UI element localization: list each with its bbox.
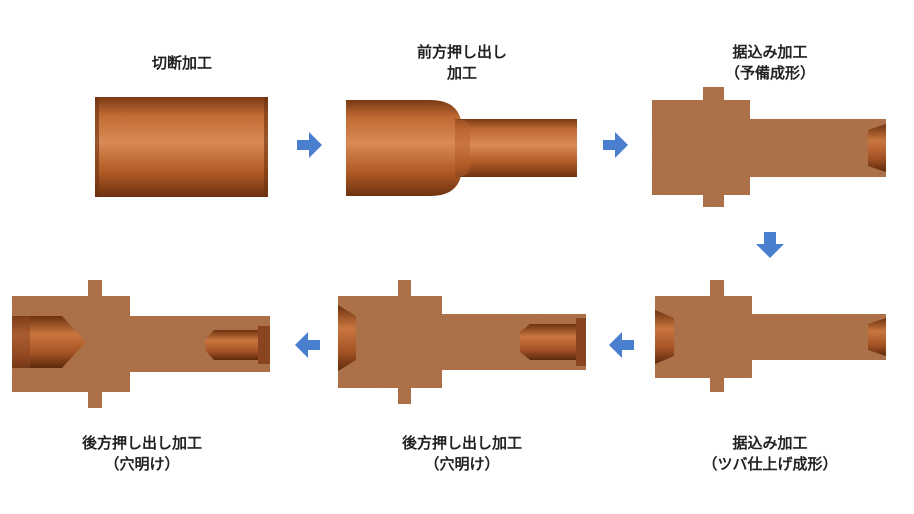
step1-label: 切断加工 xyxy=(151,54,212,72)
step2-label: 前方押し出し 加工 xyxy=(416,43,507,82)
arrow-left-1 xyxy=(609,332,634,358)
flange-finished-section xyxy=(655,280,886,392)
forward-extruded-part xyxy=(346,100,577,196)
arrow-left-2 xyxy=(295,332,320,358)
backward-extruded-section-2 xyxy=(12,280,270,408)
flange-holes xyxy=(655,310,886,364)
preform-shallow-hole xyxy=(868,124,886,172)
step5-label: 後方押し出し加工 （穴明け） xyxy=(401,434,522,473)
arrow-right-1 xyxy=(297,132,322,158)
backward-holes-2 xyxy=(12,316,270,368)
arrow-down xyxy=(756,232,784,258)
step6-label: 後方押し出し加工 （穴明け） xyxy=(81,434,202,473)
step4-label: 据込み加工 （ツバ仕上げ成形） xyxy=(702,434,838,473)
backward-holes-1 xyxy=(338,305,586,371)
step3-label: 据込み加工 （予備成形） xyxy=(724,43,815,82)
upset-preform-section xyxy=(652,87,886,207)
billet-cylinder xyxy=(95,97,268,197)
backward-extruded-section-1 xyxy=(338,280,586,404)
arrow-right-2 xyxy=(603,132,628,158)
